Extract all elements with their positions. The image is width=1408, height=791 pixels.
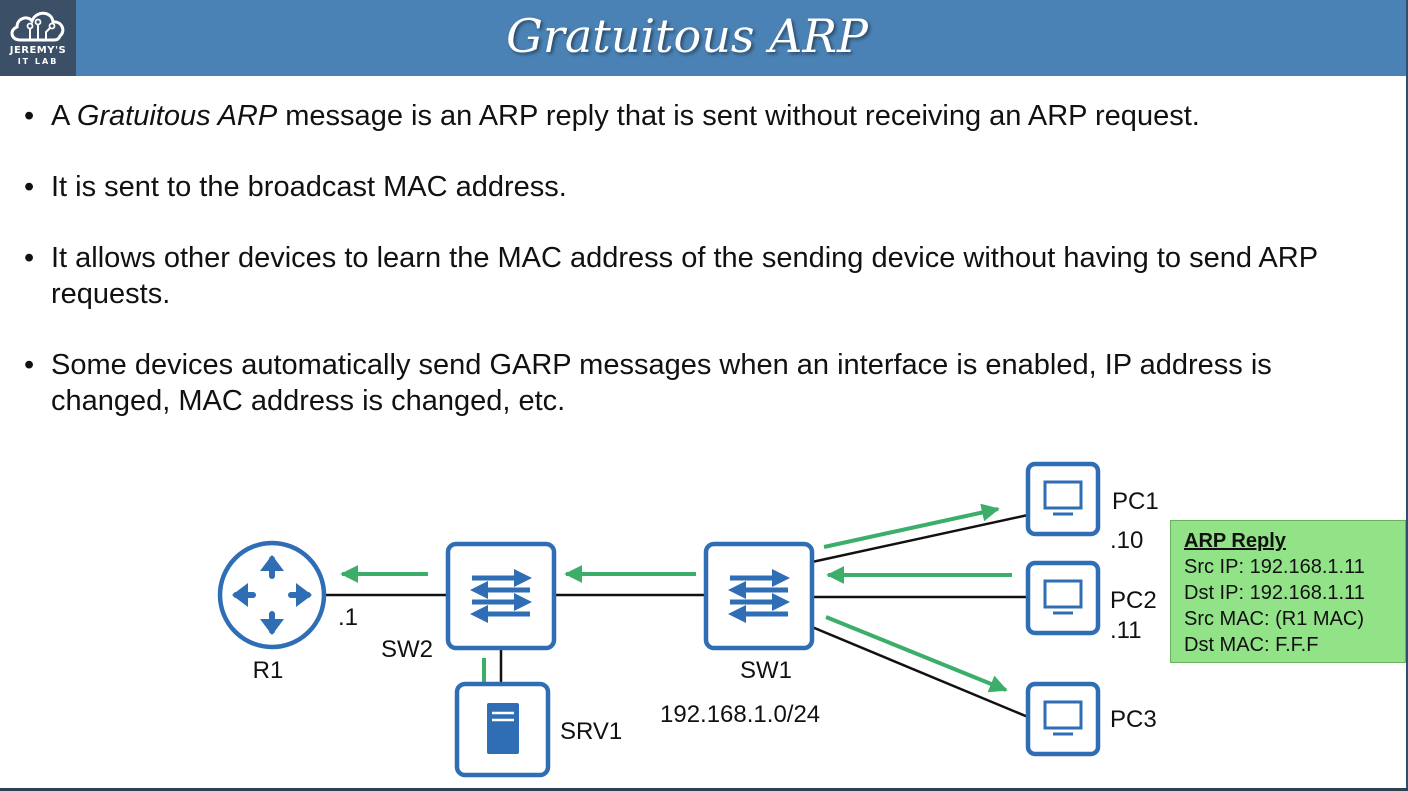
switch-sw1[interactable]	[703, 541, 815, 651]
monitor-icon	[1043, 579, 1083, 615]
monitor-icon	[1043, 700, 1083, 736]
slide-title: Gratuitous ARP	[506, 9, 868, 63]
bullet-text: message is an ARP reply that is sent wit…	[277, 100, 1200, 132]
switch-arrows-icon	[470, 569, 532, 623]
arp-src-mac: Src MAC: (R1 MAC)	[1184, 608, 1364, 630]
link-sw1-pc1	[811, 513, 1029, 564]
arp-src-ip: Src IP: 192.168.1.11	[1184, 556, 1365, 578]
bullet-item: It allows other devices to learn the MAC…	[24, 240, 1384, 312]
jeremys-it-lab-logo: JEREMY'S IT LAB	[0, 0, 76, 76]
switch-sw2[interactable]	[445, 541, 557, 651]
label-pc3: PC3	[1110, 706, 1157, 733]
network-links	[326, 513, 1029, 719]
label-pc1: PC1	[1112, 488, 1159, 515]
server-srv1[interactable]	[454, 681, 551, 778]
link-sw1-pc3	[811, 625, 1029, 719]
bullet-text: It is sent to the broadcast MAC address.	[51, 171, 567, 203]
arp-reply-title: ARP Reply	[1184, 530, 1286, 552]
label-srv1: SRV1	[560, 718, 622, 745]
bullet-text: A	[51, 100, 77, 132]
title-bar: JEREMY'S IT LAB Gratuitous ARP	[0, 0, 1408, 76]
pc-pc3[interactable]	[1025, 681, 1101, 757]
cloud-circuit-icon	[10, 11, 65, 42]
label-pc1-ip: .10	[1110, 527, 1143, 554]
bullet-item: A Gratuitous ARP message is an ARP reply…	[24, 98, 1384, 134]
label-sw2: SW2	[381, 636, 433, 663]
logo-line-1: JEREMY'S	[9, 45, 67, 56]
switch-arrows-icon	[728, 569, 790, 623]
label-pc2: PC2	[1110, 587, 1157, 614]
bottom-rule	[0, 788, 1408, 791]
device-labels: R1 .1 SW2 SW1 192.168.1.0/24 SRV1 PC1 .1…	[253, 488, 1159, 745]
label-network: 192.168.1.0/24	[660, 701, 820, 728]
label-sw1: SW1	[740, 657, 792, 684]
bullet-item: It is sent to the broadcast MAC address.	[24, 169, 1384, 205]
bullet-text: It allows other devices to learn the MAC…	[51, 242, 1318, 310]
bullet-emphasis: Gratuitous ARP	[76, 100, 278, 132]
router-r1[interactable]	[217, 540, 327, 650]
monitor-icon	[1043, 480, 1083, 516]
bullet-item: Some devices automatically send GARP mes…	[24, 347, 1384, 419]
arp-dst-mac: Dst MAC: F.F.F	[1184, 634, 1319, 656]
label-r1-ip: .1	[338, 604, 358, 631]
right-edge-strip	[1406, 0, 1408, 791]
pc-pc1[interactable]	[1025, 461, 1101, 537]
arrow-sw1-to-pc1	[823, 503, 1000, 549]
router-arrows-icon	[232, 555, 312, 635]
label-r1: R1	[253, 657, 284, 684]
pc-pc2[interactable]	[1025, 560, 1101, 636]
label-pc2-ip: .11	[1110, 617, 1142, 644]
bullet-text: Some devices automatically send GARP mes…	[51, 349, 1272, 417]
server-icon	[487, 703, 519, 754]
arp-reply-box: ARP Reply Src IP: 192.168.1.11 Dst IP: 1…	[1170, 520, 1406, 663]
arrow-sw1-to-pc3	[825, 615, 1008, 693]
logo-line-2: IT LAB	[17, 57, 59, 66]
bullet-list: A Gratuitous ARP message is an ARP reply…	[24, 98, 1384, 419]
arp-dst-ip: Dst IP: 192.168.1.11	[1184, 582, 1365, 604]
